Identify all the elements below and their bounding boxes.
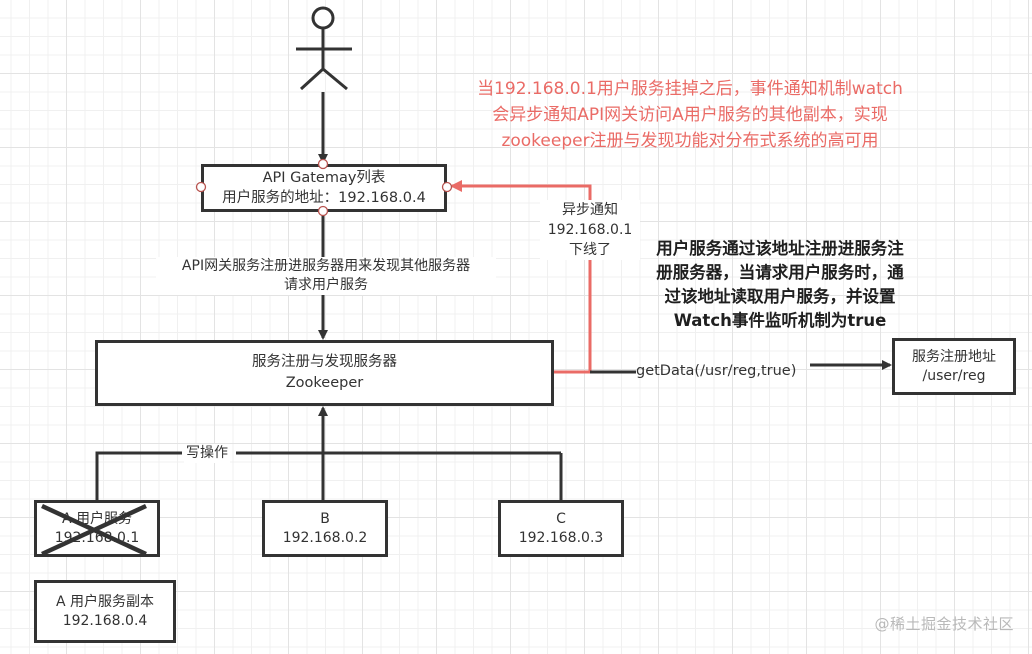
registry-watch-note-line: 用户服务通过该地址注册进服务注 — [656, 239, 904, 258]
service-c-box[interactable]: C 192.168.0.3 — [498, 500, 624, 557]
gateway-to-zookeeper-label: API网关服务注册进服务器用来发现其他服务器 请求用户服务 — [156, 257, 496, 295]
registry-watch-note-line: 册服务器，当请求用户服务时，通 — [656, 263, 904, 282]
registry-watch-note-line: Watch事件监听机制为true — [673, 311, 887, 330]
zookeeper-server-box[interactable]: 服务注册与发现服务器 Zookeeper — [95, 340, 554, 406]
registry-watch-note-line: 过该地址读取用户服务，并设置 — [664, 287, 896, 306]
registry-watch-note: 用户服务通过该地址注册进服务注 册服务器，当请求用户服务时，通 过该地址读取用户… — [630, 237, 930, 333]
registry-address-title: 服务注册地址 — [912, 348, 996, 365]
api-gateway-title: API Gatemay列表 — [262, 170, 386, 186]
gateway-to-zookeeper-label-line: 请求用户服务 — [284, 277, 368, 293]
zookeeper-server-title: 服务注册与发现服务器 — [252, 354, 397, 370]
service-a-write-connector — [95, 451, 182, 500]
failover-note-line: zookeeper注册与发现功能对分布式系统的高可用 — [501, 131, 879, 151]
getdata-label: getData(/usr/reg,true) — [636, 363, 797, 379]
service-a-replica-name: A 用户服务副本 — [55, 593, 155, 610]
registry-address-box[interactable]: 服务注册地址 /user/reg — [892, 338, 1016, 395]
async-notify-label-line: 异步通知 — [562, 202, 618, 218]
service-b-ip: 192.168.0.2 — [282, 529, 368, 546]
service-b-box[interactable]: B 192.168.0.2 — [262, 500, 388, 557]
service-c-name: C — [556, 510, 566, 527]
service-b-name: B — [320, 510, 330, 527]
service-a-name: A 用户服务 — [61, 510, 133, 527]
service-a-replica-box[interactable]: A 用户服务副本 192.168.0.4 — [34, 580, 176, 643]
failover-note: 当192.168.0.1用户服务挂掉之后，事件通知机制watch 会异步通知AP… — [440, 76, 940, 154]
failover-note-line: 会异步通知API网关访问A用户服务的其他副本，实现 — [492, 105, 888, 125]
watermark: @稀土掘金技术社区 — [874, 615, 1014, 633]
registry-address-path: /user/reg — [922, 367, 986, 384]
service-c-ip: 192.168.0.3 — [518, 529, 604, 546]
zookeeper-server-name: Zookeeper — [285, 375, 364, 391]
api-gateway-address: 用户服务的地址：192.168.0.4 — [222, 190, 426, 206]
service-a-box[interactable]: A 用户服务 192.168.0.1 — [34, 500, 160, 557]
write-operation-label: 写操作 — [184, 444, 230, 463]
async-notify-arrow — [450, 180, 592, 374]
api-gateway-box[interactable]: API Gatemay列表 用户服务的地址：192.168.0.4 — [201, 164, 447, 212]
service-a-ip: 192.168.0.1 — [54, 529, 140, 546]
gateway-to-zookeeper-label-line: API网关服务注册进服务器用来发现其他服务器 — [181, 258, 471, 274]
failover-note-line: 当192.168.0.1用户服务挂掉之后，事件通知机制watch — [477, 79, 903, 99]
async-notify-label-line: 下线了 — [569, 242, 611, 258]
stick-figure-actor-icon — [296, 6, 352, 91]
async-notify-label: 异步通知 192.168.0.1 下线了 — [540, 200, 640, 260]
service-a-replica-ip: 192.168.0.4 — [62, 612, 148, 629]
async-notify-label-line: 192.168.0.1 — [547, 222, 633, 238]
